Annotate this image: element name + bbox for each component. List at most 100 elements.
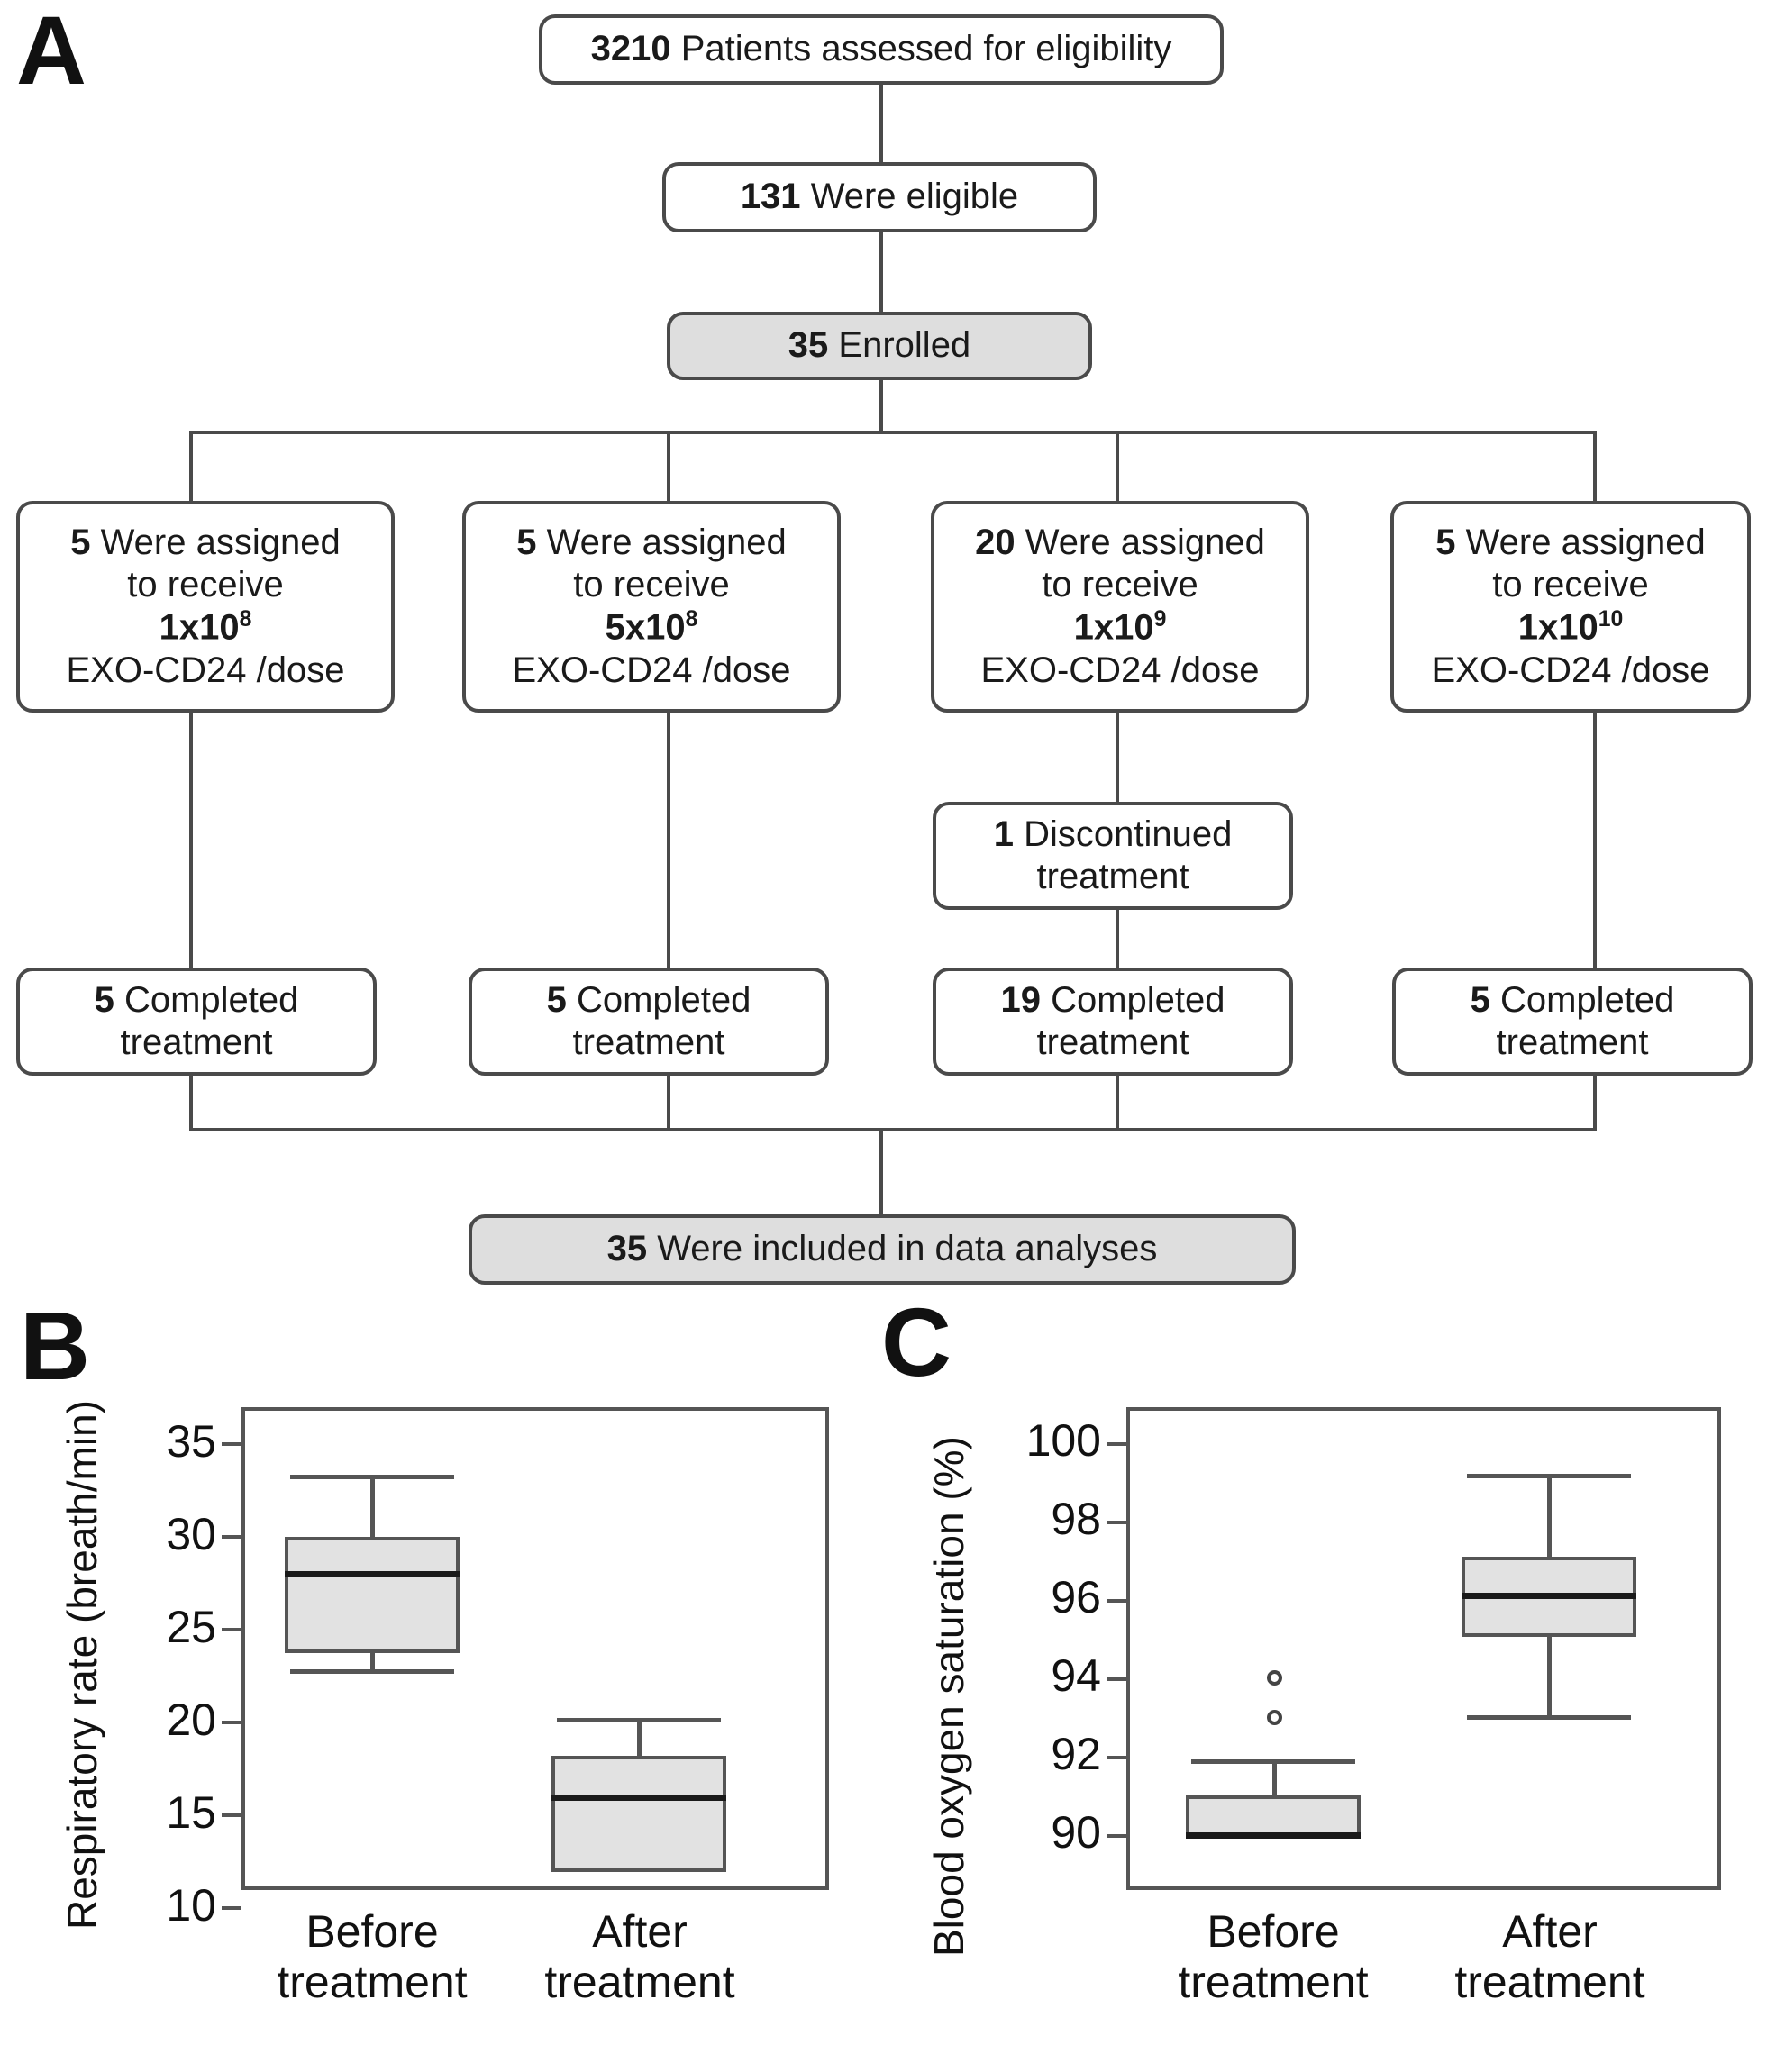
panel-c-ytick-label-90: 90 <box>1051 1807 1101 1858</box>
arm2-dose: 5x10 <box>605 607 686 648</box>
panel-b-before-lower-whisker <box>370 1651 375 1671</box>
arm3-line4: EXO-CD24 /dose <box>980 650 1260 690</box>
panel-label-a: A <box>16 0 87 105</box>
arm4-dose: 1x10 <box>1517 607 1598 648</box>
connector-merge-analysed <box>879 1128 883 1225</box>
completed4-count: 5 <box>1470 979 1490 1020</box>
analysed-text: Were included in data analyses <box>657 1229 1158 1269</box>
node-eligible-text: Were eligible <box>810 177 1019 217</box>
connector-completed2-merge <box>667 1076 670 1131</box>
panel-b-after-median <box>551 1795 726 1801</box>
connector-bus-arm2 <box>667 431 670 504</box>
arm3-dose-exponent: 9 <box>1153 607 1167 632</box>
panel-c-ytick-label-92: 92 <box>1051 1729 1101 1779</box>
connector-discontinued-completed3 <box>1116 910 1119 968</box>
node-arm-1x10e10: 5 Were assigned to receive 1x1010 EXO-CD… <box>1390 501 1751 713</box>
arm2-dose-exponent: 8 <box>685 607 698 632</box>
panel-b-xcat-before: Before treatment <box>246 1906 498 2007</box>
panel-c-ytick-100 <box>1107 1442 1126 1446</box>
discontinued-count: 1 <box>993 813 1014 854</box>
panel-c-ytick-label-96: 96 <box>1051 1572 1101 1622</box>
panel-b-xcat-after-line1: After <box>592 1906 688 1957</box>
panel-c-ytick-label-98: 98 <box>1051 1494 1101 1544</box>
panel-label-b: B <box>20 1291 90 1400</box>
panel-b-xcat-after-line2: treatment <box>544 1957 735 2007</box>
connector-completed3-merge <box>1116 1076 1119 1131</box>
node-assessed-text: Patients assessed for eligibility <box>680 29 1172 69</box>
completed1-count: 5 <box>94 979 114 1020</box>
node-assessed-count: 3210 <box>590 29 671 69</box>
panel-b-before-lower-cap <box>290 1669 454 1674</box>
connector-enrolled-bus <box>879 380 883 432</box>
panel-b-after-box <box>551 1756 726 1872</box>
node-eligible-count: 131 <box>740 177 801 217</box>
arm1-dose-exponent: 8 <box>239 607 252 632</box>
panel-c-xcat-after: After treatment <box>1424 1906 1676 2007</box>
panel-b-ytick-35 <box>222 1442 241 1446</box>
panel-c-before-outlier-93 <box>1267 1710 1282 1725</box>
panel-c-after-upper-whisker <box>1547 1474 1552 1559</box>
arm2-line2: to receive <box>573 565 730 605</box>
panel-b-ytick-label-20: 20 <box>166 1695 216 1745</box>
panel-c-ytick-label-94: 94 <box>1051 1650 1101 1701</box>
panel-b-ytick-20 <box>222 1721 241 1724</box>
arm2-line1: Were assigned <box>546 522 787 562</box>
arm4-line1: Were assigned <box>1465 522 1706 562</box>
node-arm-1x10e9: 20 Were assigned to receive 1x109 EXO-CD… <box>931 501 1309 713</box>
panel-c-ytick-98 <box>1107 1521 1126 1524</box>
completed1-line2: treatment <box>120 1022 273 1062</box>
panel-b-y-axis-title: Respiratory rate (breath/min) <box>59 1400 105 1930</box>
arm3-count: 20 <box>975 522 1016 562</box>
arm1-line4: EXO-CD24 /dose <box>66 650 345 690</box>
panel-c-ytick-90 <box>1107 1834 1126 1838</box>
panel-b-ytick-30 <box>222 1535 241 1539</box>
connector-arm4-completed4 <box>1593 713 1597 968</box>
connector-eligible-enrolled <box>879 232 883 312</box>
analysed-count: 35 <box>606 1229 648 1269</box>
discontinued-line1: Discontinued <box>1024 813 1233 854</box>
panel-a-flowchart: A 3210 Patients assessed for eligibility… <box>16 0 1753 1285</box>
panel-c-xcat-after-line2: treatment <box>1454 1957 1645 2007</box>
node-enrolled-text: Enrolled <box>838 325 971 366</box>
connector-arm1-completed1 <box>189 713 193 968</box>
panel-b-before-box <box>285 1537 460 1653</box>
panel-c-after-lower-cap <box>1467 1715 1631 1720</box>
panel-label-c: C <box>881 1287 952 1396</box>
panel-b-after-upper-whisker <box>637 1718 642 1758</box>
node-discontinued-treatment: 1 Discontinued treatment <box>933 802 1293 910</box>
arm4-line2: to receive <box>1492 565 1649 605</box>
panel-c-after-median <box>1462 1593 1636 1599</box>
completed2-line2: treatment <box>572 1022 725 1062</box>
completed4-line1: Completed <box>1499 979 1675 1020</box>
arm2-count: 5 <box>516 522 537 562</box>
node-completed-arm2: 5 Completed treatment <box>469 968 829 1076</box>
node-enrolled-count: 35 <box>788 325 829 366</box>
completed1-line1: Completed <box>123 979 299 1020</box>
panel-c-ytick-92 <box>1107 1756 1126 1759</box>
connector-completed4-merge <box>1593 1076 1597 1131</box>
arm4-count: 5 <box>1435 522 1456 562</box>
connector-arm2-completed2 <box>667 713 670 968</box>
panel-b-xcat-before-line1: Before <box>305 1906 439 1957</box>
completed2-line1: Completed <box>576 979 751 1020</box>
completed3-line2: treatment <box>1036 1022 1189 1062</box>
panel-b-before-upper-whisker <box>370 1475 375 1539</box>
panel-c-ytick-96 <box>1107 1599 1126 1603</box>
panel-b-xcat-before-line2: treatment <box>277 1957 468 2007</box>
panel-c-xcat-before: Before treatment <box>1147 1906 1399 2007</box>
connector-completed1-merge <box>189 1076 193 1131</box>
completed3-line1: Completed <box>1051 979 1225 1020</box>
node-included-in-analyses: 35 Were included in data analyses <box>469 1214 1296 1285</box>
node-patients-assessed: 3210 Patients assessed for eligibility <box>539 14 1224 85</box>
panel-b-ytick-15 <box>222 1813 241 1817</box>
node-enrolled: 35 Enrolled <box>667 312 1092 380</box>
panel-c-xcat-before-line1: Before <box>1207 1906 1340 1957</box>
panel-c-before-upper-whisker <box>1272 1759 1277 1797</box>
completed2-count: 5 <box>546 979 567 1020</box>
panel-c-xcat-before-line2: treatment <box>1178 1957 1369 2007</box>
completed3-count: 19 <box>1000 979 1041 1020</box>
distribution-bus <box>189 431 1597 434</box>
connector-bus-arm1 <box>189 431 193 504</box>
merge-bus <box>189 1128 1597 1131</box>
connector-assessed-eligible <box>879 85 883 162</box>
